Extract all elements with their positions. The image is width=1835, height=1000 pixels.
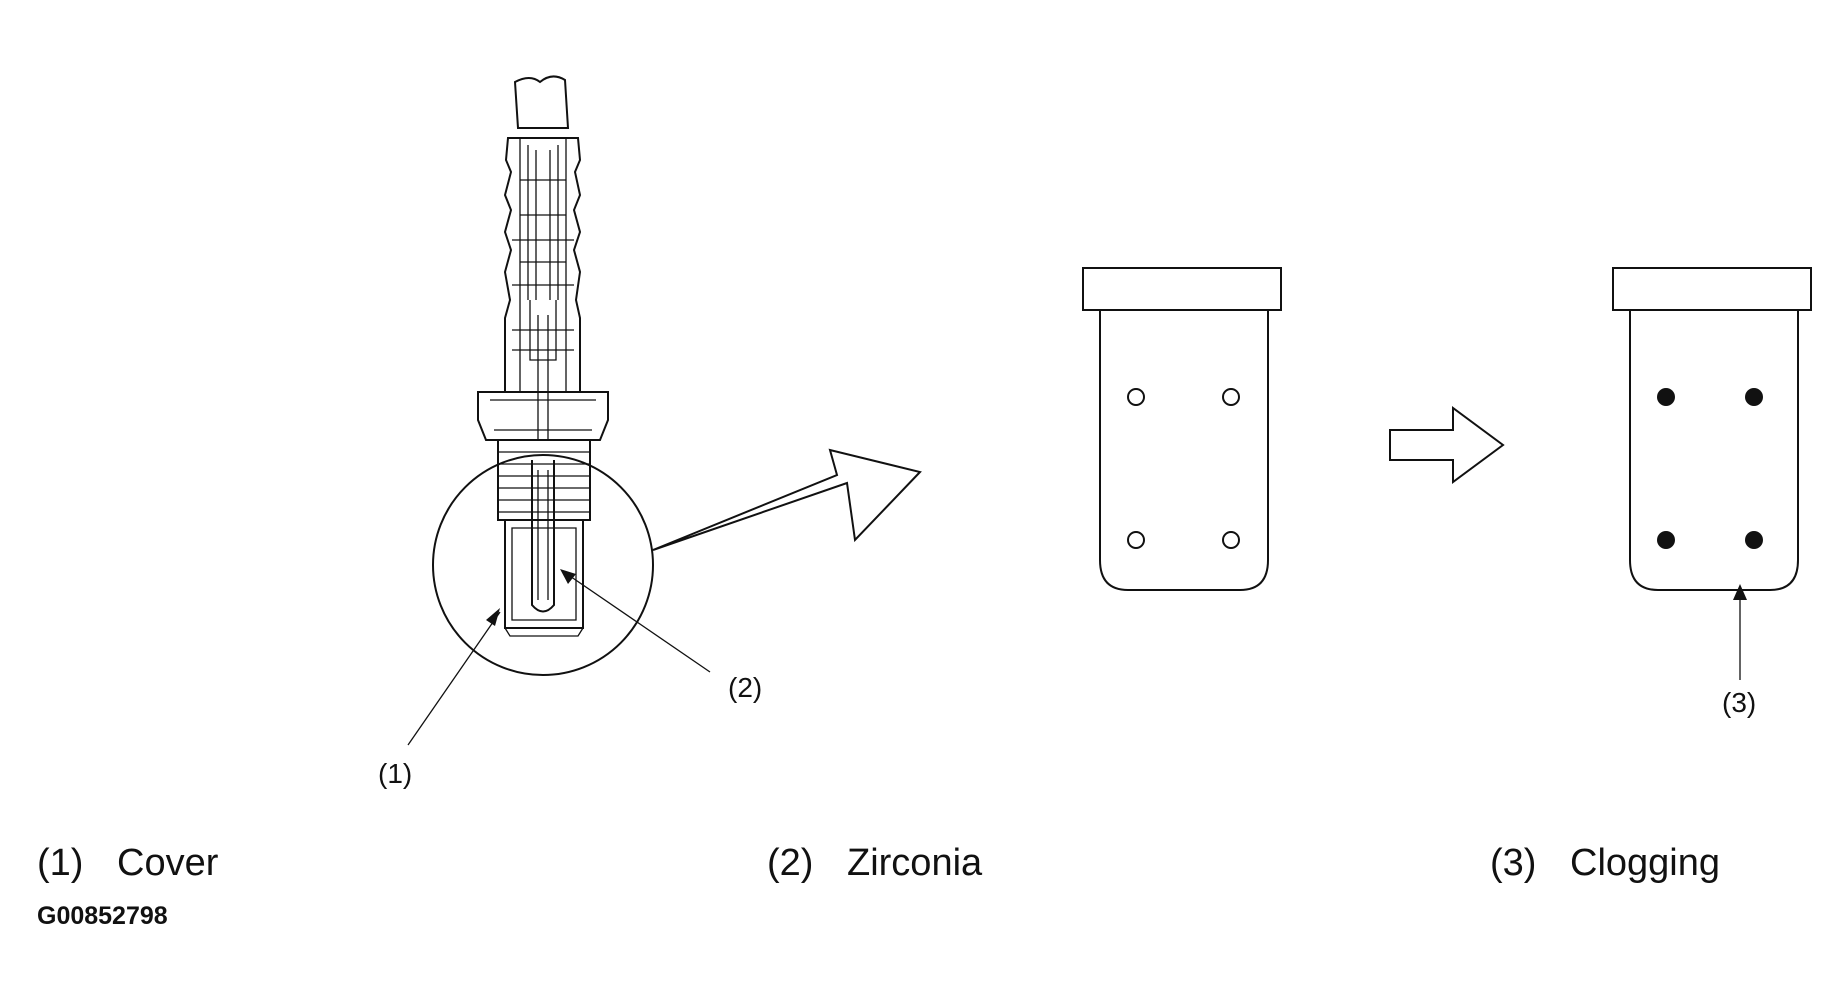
cover-hole-clogged: [1745, 388, 1763, 406]
magnify-arrow: [652, 448, 922, 551]
oxygen-sensor-illustration: [477, 75, 609, 637]
cover-detail-clogged: [1612, 267, 1812, 591]
cover-hole-clogged: [1657, 531, 1675, 549]
cover-hole-open: [1222, 531, 1240, 549]
legend-item-zirconia: (2) Zirconia: [767, 842, 982, 885]
callout-1: (1): [378, 758, 412, 789]
legend-label: Cover: [117, 842, 219, 884]
callout-3: (3): [1722, 687, 1756, 718]
figure-id: G00852798: [37, 902, 168, 930]
legend-item-clogging: (3) Clogging: [1490, 842, 1720, 885]
cover-detail-normal: [1082, 267, 1282, 591]
legend-item-cover: (1) Cover: [37, 842, 218, 885]
cover-hole-clogged: [1657, 388, 1675, 406]
callout-2: (2): [728, 672, 762, 703]
cover-hole-clogged: [1745, 531, 1763, 549]
cover-hole-open: [1222, 388, 1240, 406]
legend-label: Zirconia: [847, 842, 983, 884]
legend-number: (2): [767, 842, 814, 884]
callout-leaders: [407, 569, 711, 746]
cover-hole-open: [1127, 531, 1145, 549]
legend-number: (3): [1490, 842, 1537, 884]
legend-label: Clogging: [1570, 842, 1720, 884]
transition-arrow-icon: [1389, 406, 1505, 484]
callout-leader-3: [1733, 584, 1747, 680]
legend-number: (1): [37, 842, 84, 884]
cover-hole-open: [1127, 388, 1145, 406]
magnify-circle: [432, 454, 654, 676]
